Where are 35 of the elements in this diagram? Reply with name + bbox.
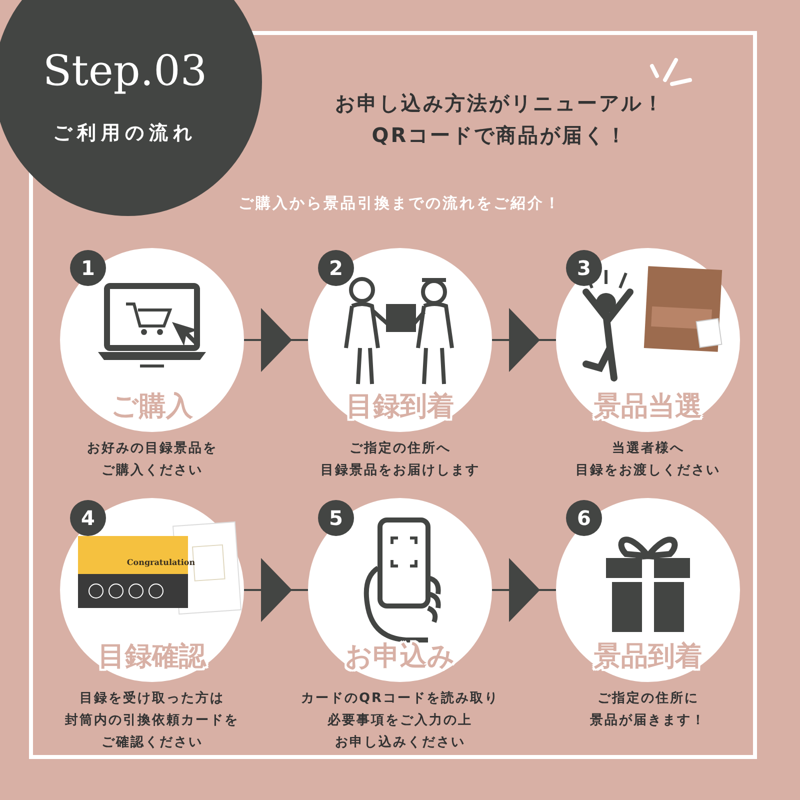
step-description: カードのQRコードを読み取り: [300, 690, 500, 708]
headline: お申し込み方法がリニューアル！: [334, 90, 666, 117]
step-description: ご指定の住所に: [596, 690, 700, 708]
step-title: 景品当選: [593, 390, 703, 424]
subheading: ご利用の流れ: [52, 121, 198, 146]
step-heading: Step.03: [42, 46, 208, 95]
step-description: 封筒内の引換依頼カードを: [64, 712, 240, 730]
step-number: 2: [318, 250, 354, 286]
headline: QRコードで商品が届く！: [370, 122, 630, 149]
chevron-arrow: [244, 308, 308, 372]
chevron-arrow: [492, 308, 556, 372]
step-title: 目録確認: [97, 640, 208, 674]
step-title: 目録到着: [345, 390, 455, 424]
step-description: 景品が届きます！: [589, 712, 707, 730]
step-description: お申し込みください: [334, 734, 466, 752]
step-title: 景品到着: [593, 640, 703, 674]
chevron-arrow: [492, 558, 556, 622]
step-number: 5: [318, 500, 354, 536]
step-number: 3: [566, 250, 602, 286]
step-title: お申込み: [344, 640, 456, 674]
step-description: ご確認ください: [100, 734, 204, 752]
step-description: 目録を受け取った方は: [78, 690, 226, 708]
chevron-arrow: [244, 558, 308, 622]
step-number: 1: [70, 250, 106, 286]
step-description: 目録景品をお届けします: [319, 462, 481, 480]
step-description: 当選者様へ: [610, 440, 686, 458]
step-description: お好みの目録景品を: [86, 440, 218, 458]
step-title: ご購入: [110, 390, 194, 424]
step-number: 6: [566, 500, 602, 536]
step-description: 必要事項をご入力の上: [326, 712, 474, 730]
step-description: ご購入ください: [100, 462, 204, 480]
step-description: ご指定の住所へ: [348, 440, 452, 458]
step-number: 4: [70, 500, 106, 536]
intro-text: ご購入から景品引換までの流れをご紹介！: [238, 194, 562, 213]
step-description: 目録をお渡しください: [574, 462, 722, 480]
